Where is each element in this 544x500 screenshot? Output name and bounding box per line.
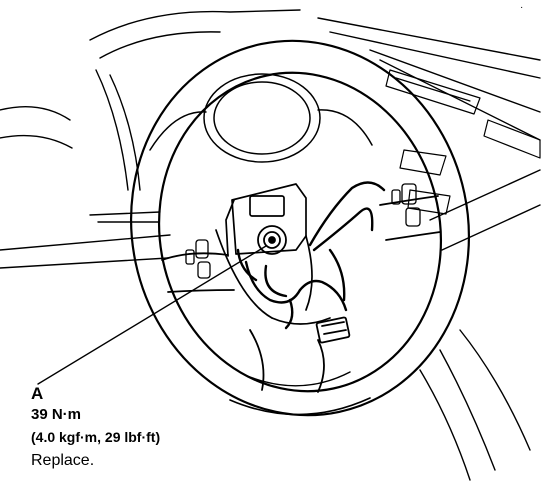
dashboard-outline xyxy=(0,9,541,481)
harness-connector xyxy=(315,316,351,344)
wiring-harness xyxy=(236,181,386,330)
torque-value: 39 N·m xyxy=(31,406,82,423)
steering-wheel-spokes xyxy=(161,195,441,393)
left-spoke-switches xyxy=(185,239,211,279)
steering-hub xyxy=(215,183,331,325)
instrument-gauges xyxy=(149,73,373,163)
corner-mark: · xyxy=(520,2,524,13)
right-spoke-switches xyxy=(391,183,421,227)
steering-wheel-rim xyxy=(129,39,471,417)
torque-converted: (4.0 kgf·m, 29 lbf·ft) xyxy=(31,429,161,445)
callout-leader-line xyxy=(37,245,267,385)
replace-note: Replace. xyxy=(31,452,95,469)
callout-letter: A xyxy=(31,384,44,403)
steering-bolt xyxy=(257,225,287,255)
dashboard-vents xyxy=(385,69,541,215)
